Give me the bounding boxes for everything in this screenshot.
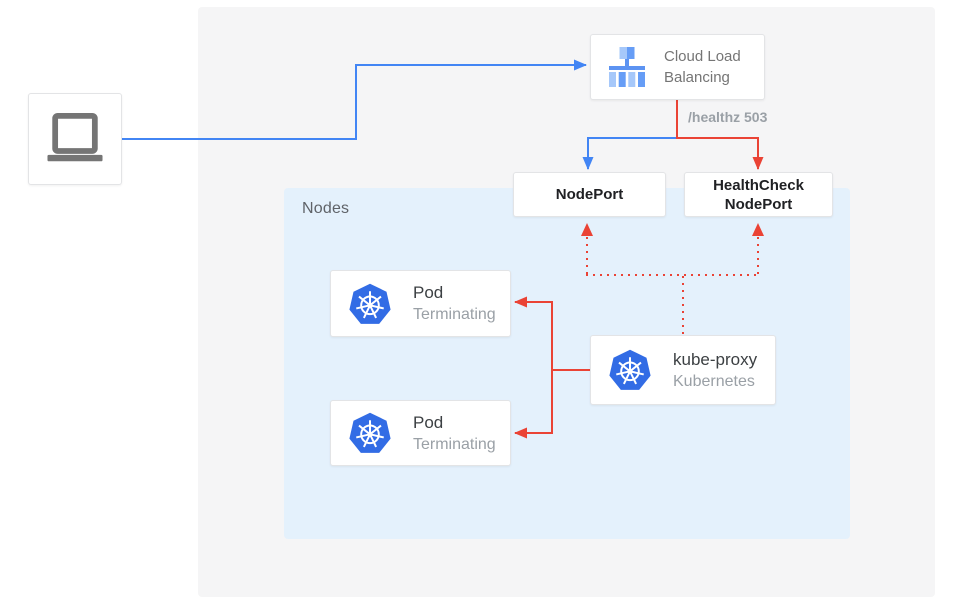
healthz-annotation: /healthz 503: [688, 109, 768, 125]
kubernetes-icon: [349, 283, 391, 324]
laptop-icon: [47, 112, 103, 161]
pod-title: Pod: [413, 412, 444, 432]
pod-status: Terminating: [413, 435, 496, 453]
kube-proxy-title: kube-proxy: [673, 349, 758, 369]
pod-terminating-card: Pod Terminating: [330, 270, 511, 337]
pod-status: Terminating: [413, 306, 496, 323]
cloud-load-balancing-label: Cloud Load Balancing: [664, 48, 741, 86]
nodeport-card: NodePort: [513, 172, 666, 217]
healthcheck-nodeport-label: HealthCheck NodePort: [713, 176, 804, 213]
kube-proxy-card: kube-proxy Kubernetes: [590, 335, 776, 405]
kubernetes-icon: [349, 412, 391, 453]
cloud-load-balancing-card: Cloud Load Balancing: [590, 34, 765, 100]
pod-terminating-card: Pod Terminating: [330, 400, 511, 466]
cloud-load-balancing-icon: [609, 47, 645, 87]
kubernetes-icon: [609, 349, 651, 390]
nodeport-label: NodePort: [555, 186, 624, 203]
kube-proxy-subtitle: Kubernetes: [673, 372, 755, 390]
nodes-panel-label: Nodes: [302, 200, 350, 217]
healthcheck-nodeport-card: HealthCheck NodePort: [684, 172, 833, 217]
client-card: [28, 93, 122, 185]
pod-title: Pod: [413, 283, 444, 302]
